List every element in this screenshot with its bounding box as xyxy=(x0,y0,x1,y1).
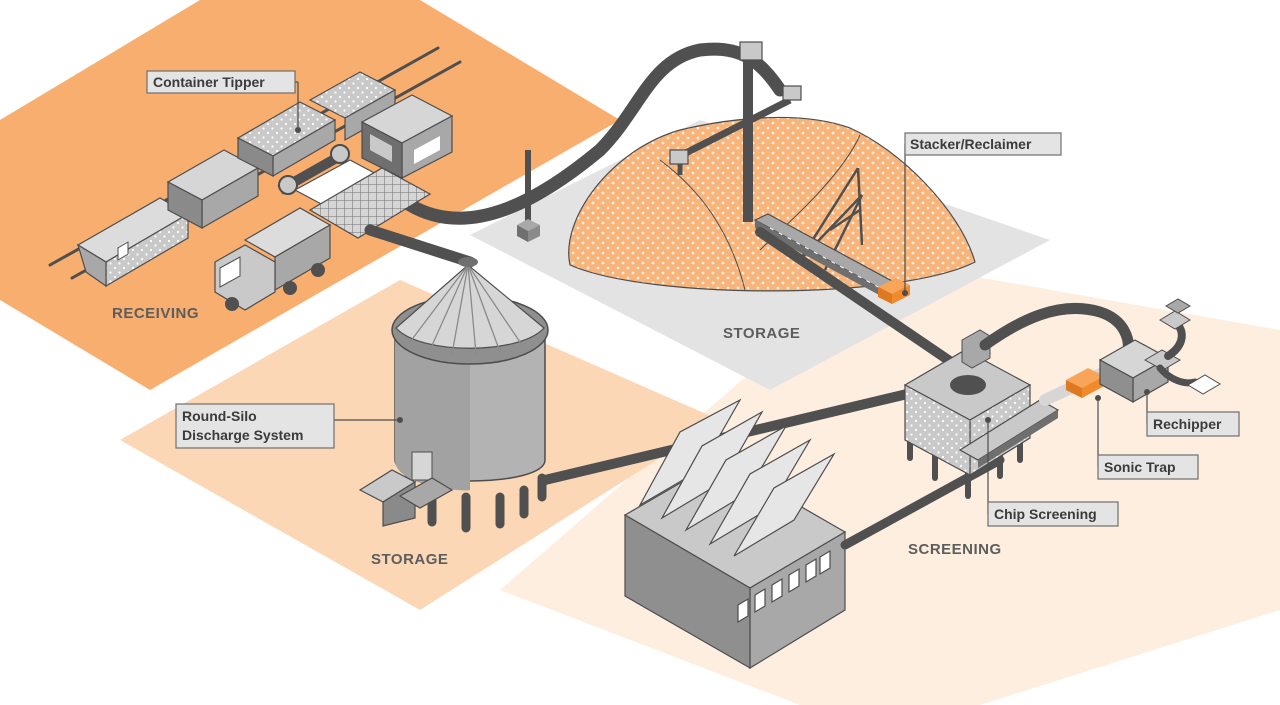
sonic-trap-unit xyxy=(1066,368,1104,398)
control-house xyxy=(360,94,454,179)
screening-to-mill-conveyor xyxy=(840,455,1005,550)
grate-to-silo-conveyor xyxy=(364,224,476,268)
screening-to-rechipper-conveyor xyxy=(979,303,1134,358)
chip-screening-label: Chip Screening xyxy=(994,506,1097,522)
train-locomotive xyxy=(76,197,190,288)
chip-screening-unit xyxy=(903,329,1060,499)
receiving-grate xyxy=(308,167,432,239)
zone-label-storage-pile: STORAGE xyxy=(723,325,800,342)
callout-round-silo: Round-Silo Discharge System xyxy=(175,403,403,449)
round-silo-label-line1: Round-Silo xyxy=(182,408,257,424)
support-foot xyxy=(517,219,540,242)
overhead-conveyor xyxy=(403,42,787,225)
callout-chip-screening: Chip Screening xyxy=(985,417,1119,527)
round-silo-label-line2: Discharge System xyxy=(182,427,303,443)
rechipper-label: Rechipper xyxy=(1153,416,1222,432)
rail-car-1 xyxy=(166,149,260,230)
pile-to-screen-conveyor xyxy=(755,227,965,373)
container-tipper-machine xyxy=(236,101,382,207)
reclaimer-conveyor xyxy=(753,213,907,302)
callout-sonic-trap: Sonic Trap xyxy=(1095,395,1199,480)
container-tipper-label: Container Tipper xyxy=(153,74,265,90)
mill-building xyxy=(623,398,847,670)
round-silo xyxy=(358,257,549,533)
sonic-trap-label: Sonic Trap xyxy=(1104,459,1176,475)
stacker-tower xyxy=(669,41,802,222)
callout-rechipper: Rechipper xyxy=(1144,389,1240,437)
rechipper-unit xyxy=(1098,298,1221,404)
delivery-truck xyxy=(214,207,332,311)
stacker-reclaimer-label: Stacker/Reclaimer xyxy=(910,136,1032,152)
zone-label-receiving: RECEIVING xyxy=(112,305,199,322)
zone-label-storage-silo: STORAGE xyxy=(371,551,448,568)
zone-label-screening: SCREENING xyxy=(908,541,1002,558)
callout-stacker-reclaimer: Stacker/Reclaimer xyxy=(902,132,1062,296)
callout-container-tipper: Container Tipper xyxy=(146,70,301,133)
